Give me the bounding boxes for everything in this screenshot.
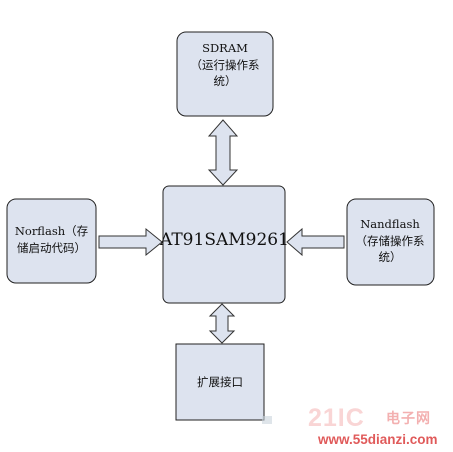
- extension-box: [175, 343, 265, 421]
- watermark-logo-mark: [262, 416, 272, 424]
- watermark-url: www.55dianzi.com: [318, 432, 438, 447]
- sdram-cpu-arrow: [207, 119, 239, 186]
- norflash-label-line-1: Norflash（存: [14, 224, 89, 238]
- norflash-label: Norflash（存 储启动代码）: [8, 223, 95, 256]
- nandflash-cpu-arrow: [286, 227, 345, 257]
- nandflash-label: Nandflash （存储操作系 统）: [348, 216, 432, 266]
- extension-label-line-1: 扩展接口: [197, 375, 243, 389]
- watermark-big-text: 21IC: [308, 404, 365, 432]
- norflash-label-line-2: 储启动代码）: [17, 240, 86, 255]
- nandflash-label-line-2: （存储操作系: [355, 233, 425, 248]
- nandflash-box: [346, 198, 435, 286]
- sdram-label-line-3: 统）: [213, 74, 237, 89]
- sdram-box: [176, 31, 274, 117]
- norflash-box: [6, 198, 97, 284]
- extension-label: 扩展接口: [177, 374, 263, 391]
- sdram-label-line-1: SDRAM: [202, 41, 248, 55]
- cpu-label-line-1: AT91SAM9261: [160, 230, 289, 250]
- nandflash-label-line-3: 统）: [378, 250, 402, 265]
- watermark: 21IC 电子网 www.55dianzi.com: [256, 404, 450, 450]
- norflash-cpu-arrow: [98, 227, 163, 257]
- cpu-box: [162, 185, 286, 304]
- nandflash-label-line-1: Nandflash: [360, 217, 420, 231]
- cpu-extension-arrow: [208, 303, 236, 344]
- cpu-label: AT91SAM9261: [160, 228, 289, 253]
- watermark-cn-text: 电子网: [386, 410, 431, 426]
- sdram-label: SDRAM （运行操作系 统）: [182, 40, 268, 90]
- sdram-label-line-2: （运行操作系: [190, 57, 260, 72]
